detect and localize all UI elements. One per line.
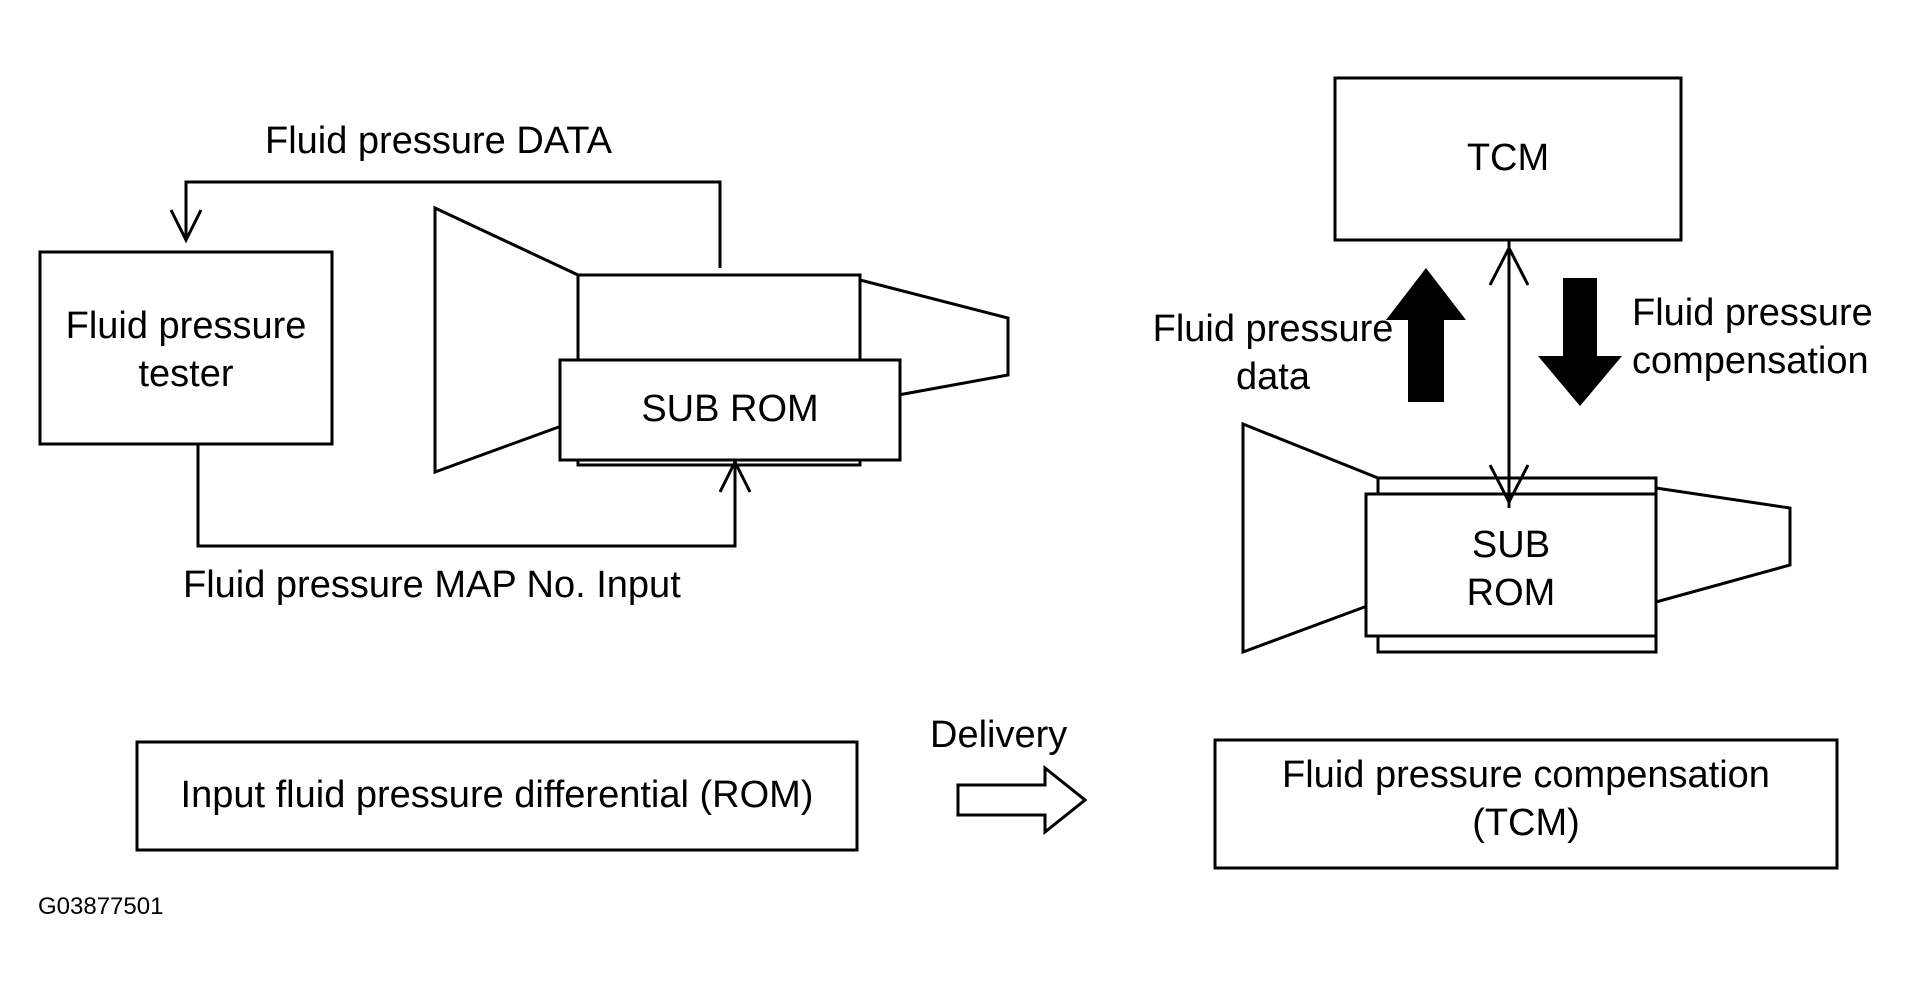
sub-rom-label-left: SUB ROM bbox=[641, 388, 819, 430]
map-input-label: Fluid pressure MAP No. Input bbox=[183, 564, 681, 606]
sub-rom-label-right: SUB ROM bbox=[1366, 522, 1656, 617]
transmission-bellhousing-right bbox=[1241, 421, 1380, 655]
compensation-box-label: Fluid pressure compensation (TCM) bbox=[1215, 752, 1837, 847]
tester-box bbox=[38, 250, 334, 446]
data-feedback-line bbox=[184, 180, 722, 268]
figure-id: G03877501 bbox=[38, 893, 164, 920]
input-differential-label: Input fluid pressure differential (ROM) bbox=[180, 774, 814, 816]
pressure-compensation-label: Fluid pressure compensation bbox=[1632, 290, 1873, 385]
tcm-label: TCM bbox=[1466, 137, 1550, 179]
transmission-bellhousing-left bbox=[433, 205, 580, 475]
tester-label-line2: tester bbox=[138, 352, 234, 395]
compensation-box bbox=[1213, 738, 1839, 870]
sub-rom-right-line2: ROM bbox=[1466, 571, 1556, 614]
data-arrowhead bbox=[169, 209, 203, 244]
sub-rom-box-right bbox=[1364, 492, 1658, 638]
link-arrowhead-up bbox=[1488, 244, 1530, 286]
tester-label: Fluid pressure tester bbox=[40, 303, 332, 398]
link-arrowhead-down bbox=[1488, 464, 1530, 506]
pressure-data-label: Fluid pressure data bbox=[1128, 306, 1418, 401]
sub-rom-box-left bbox=[558, 358, 902, 462]
pressure-data-line1: Fluid pressure bbox=[1152, 308, 1394, 350]
map-input-arrowhead bbox=[718, 458, 752, 493]
pressure-data-line2: data bbox=[1236, 355, 1310, 398]
compensation-down-arrow bbox=[1538, 278, 1622, 406]
fluid-pressure-data-label: Fluid pressure DATA bbox=[265, 120, 613, 162]
transmission-tailshaft-right bbox=[1654, 486, 1792, 604]
delivery-arrow bbox=[956, 764, 1088, 836]
map-input-line bbox=[196, 444, 737, 548]
tester-label-line1: Fluid pressure bbox=[65, 305, 307, 347]
delivery-label: Delivery bbox=[930, 714, 1068, 756]
pressure-compensation-line2: compensation bbox=[1632, 339, 1869, 382]
data-up-arrow bbox=[1386, 268, 1466, 402]
compensation-box-line1: Fluid pressure compensation bbox=[1282, 754, 1770, 796]
compensation-box-line2: (TCM) bbox=[1472, 801, 1580, 844]
pressure-compensation-line1: Fluid pressure bbox=[1632, 292, 1873, 334]
input-differential-box bbox=[135, 740, 859, 852]
sub-rom-right-line1: SUB bbox=[1471, 524, 1551, 566]
